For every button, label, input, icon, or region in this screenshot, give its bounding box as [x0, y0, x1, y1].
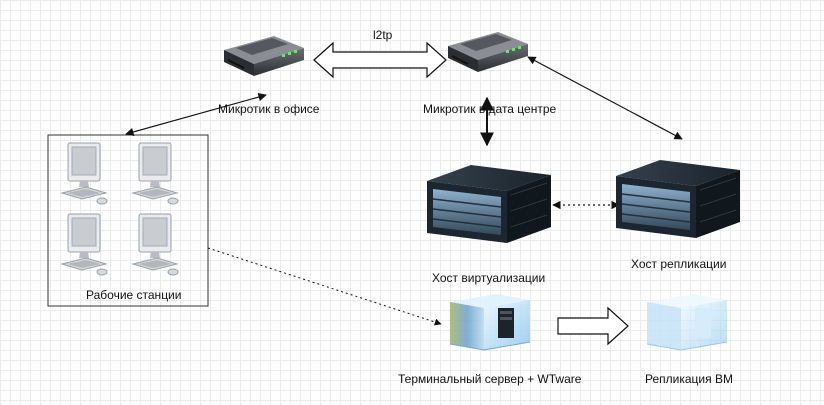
- router-office-icon: [223, 35, 305, 77]
- workstation-1-icon: [61, 142, 108, 205]
- workstation-2-icon: [132, 142, 179, 205]
- host-virtualization-icon: [426, 164, 552, 244]
- tunnel-label: l2tp: [373, 28, 393, 42]
- link-dc-replication-host: [527, 56, 683, 140]
- router-dc-label: Микротик в дата центре: [423, 102, 557, 116]
- workstation-4-icon: [132, 213, 179, 276]
- vm-replication-label: Репликация ВМ: [645, 372, 733, 386]
- vm-replication-icon: [646, 293, 728, 351]
- workstations-label: Рабочие станции: [86, 288, 182, 302]
- router-dc-icon: [447, 31, 529, 73]
- router-office-label: Микротик в офисе: [218, 102, 320, 116]
- terminal-server-icon: [449, 293, 531, 351]
- link-office-workstations: [125, 92, 267, 137]
- host-virtualization-label: Хост виртуализации: [432, 271, 546, 285]
- host-replication-label: Хост репликации: [631, 257, 727, 271]
- host-replication-icon: [615, 159, 741, 239]
- workstation-3-icon: [61, 213, 108, 276]
- terminal-server-label: Терминальный сервер + WTware: [398, 372, 582, 386]
- l2tp-tunnel-arrow: [313, 41, 447, 79]
- link-workstations-terminal: [207, 247, 442, 326]
- replication-arrow: [557, 306, 629, 346]
